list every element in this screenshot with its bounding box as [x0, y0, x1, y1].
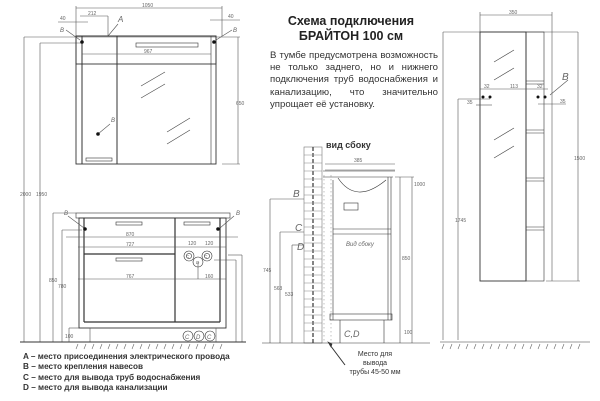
pencil-cabinet-drawing	[440, 12, 590, 350]
dim-cab-h1: 850	[49, 278, 58, 284]
dim-pencil-width: 350	[509, 10, 518, 16]
dim-pencil-total: 1745	[455, 218, 466, 224]
marker-c2: C	[204, 254, 208, 259]
title-line-1: Схема подключения	[287, 14, 415, 28]
marker-b-door: B	[111, 118, 115, 124]
dim-mirror-offset: 212	[88, 11, 97, 17]
diagram-title: Схема подключения БРАЙТОН 100 см	[262, 14, 440, 44]
dim-total-height: 2000	[20, 192, 31, 198]
mount-points	[80, 40, 547, 231]
dim-side-h3: 745	[263, 268, 272, 274]
dim-mount-height: 1950	[36, 192, 47, 198]
dim-side-h2: 850	[402, 256, 411, 262]
dim-side-h1: 1000	[414, 182, 425, 188]
side-floor-label: C,D	[344, 329, 360, 339]
marker-d-side: D	[297, 242, 304, 253]
marker-d-floor: D	[196, 335, 201, 341]
dim-side-depth: 385	[354, 158, 363, 164]
dim-cabinet-a: 727	[126, 242, 135, 248]
legend-item-a: A – место присоединения электрического п…	[23, 352, 230, 361]
side-view-label: вид сбоку	[326, 140, 371, 150]
marker-c-floor1: C	[185, 335, 190, 341]
legend-item-d: D – место для вывода канализации	[23, 383, 168, 393]
mirror-cabinet-drawing	[23, 6, 240, 342]
dim-cabinet-top: 870	[126, 232, 135, 238]
marker-a: A	[117, 15, 123, 24]
description-text: В тумбе предусмотрена возможность не тол…	[270, 50, 438, 110]
dim-pipe-c2: 120	[205, 241, 214, 247]
dim-mirror-side-left: 40	[60, 16, 66, 22]
dim-side-plinth: 100	[404, 330, 413, 336]
dim-plinth: 100	[65, 334, 74, 340]
dim-cab-h2: 780	[58, 284, 67, 290]
pipe-outlet-note: Место для вывода трубы 45-50 мм	[340, 350, 410, 377]
marker-d: D	[196, 260, 200, 265]
legend-item-b: B – место крепления навесов	[23, 362, 143, 372]
dim-pencil-side1: 35	[467, 100, 473, 106]
marker-b-left: B	[60, 28, 64, 34]
dim-side-h4: 563	[274, 286, 283, 292]
pipe-note-line-1: Место для	[357, 351, 393, 358]
marker-c1: C	[186, 254, 190, 259]
dim-mirror-inner: 967	[144, 49, 153, 55]
floor-hatch	[75, 343, 223, 350]
dim-pipe-c1: 120	[188, 241, 197, 247]
dim-pencil-side2: 35	[560, 99, 566, 105]
dim-mirror-side-right: 40	[228, 14, 234, 20]
dim-pencil-b1: 32	[484, 84, 490, 90]
dim-mirror-height: 650	[236, 101, 245, 107]
marker-b-right: B	[233, 28, 237, 34]
marker-b-vanity-left: B	[64, 211, 68, 217]
vanity-drawing	[20, 212, 246, 343]
dim-pencil-b2: 32	[537, 84, 543, 90]
side-view-drawing	[262, 146, 430, 366]
dim-side-h5: 533	[285, 292, 294, 298]
marker-b-side: B	[293, 189, 300, 200]
pipe-note-line-2: вывода	[362, 360, 388, 367]
pipe-note-line-3: трубы 45-50 мм	[349, 369, 401, 376]
dim-pencil-h: 1500	[574, 156, 585, 162]
marker-b-pencil: B	[562, 72, 569, 83]
dim-cabinet-b: 767	[126, 274, 135, 280]
dim-pencil-gap: 113	[510, 84, 518, 90]
marker-c-floor2: C	[207, 335, 212, 341]
legend-item-c: C – место для вывода труб водоснабжения	[23, 372, 201, 382]
legend: A – место присоединения электрического п…	[23, 352, 230, 394]
dim-pipe-d: 160	[205, 274, 214, 280]
title-line-2: БРАЙТОН 100 см	[298, 29, 404, 43]
marker-c-side: C	[295, 223, 303, 234]
dim-mirror-width: 1050	[142, 3, 153, 9]
marker-b-vanity-right: B	[236, 211, 240, 217]
side-inner-label: Вид сбоку	[346, 242, 375, 248]
